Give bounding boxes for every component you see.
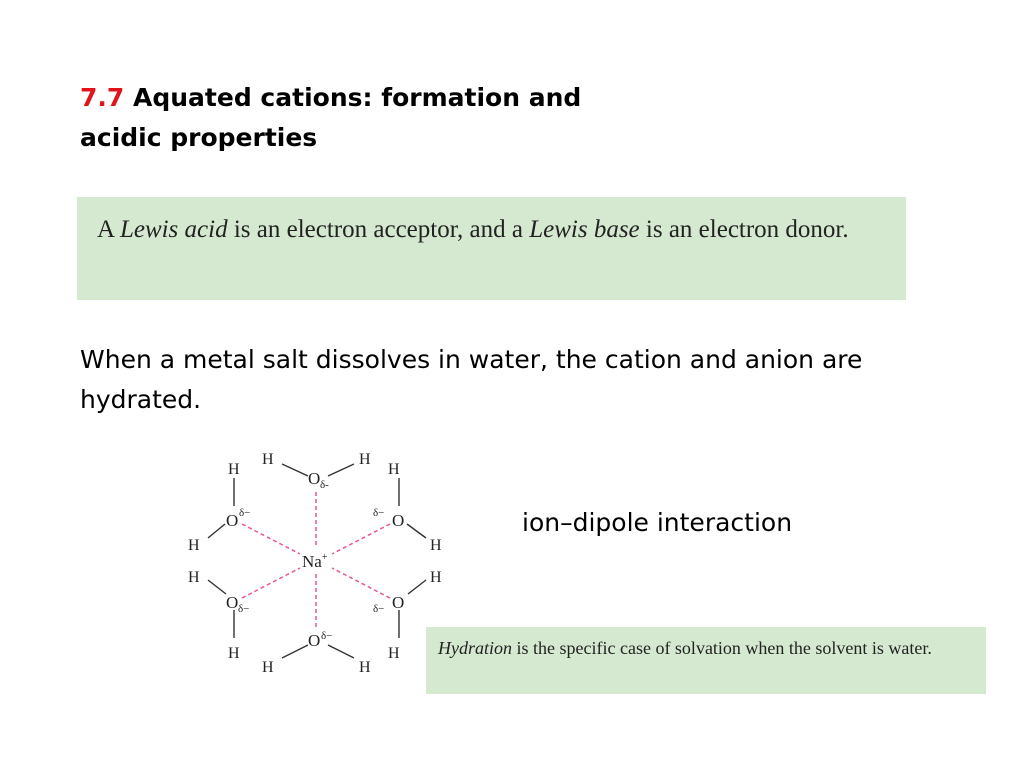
svg-text:O: O xyxy=(392,511,404,530)
hydrated-sodium-ion-diagram: Na+ H H O δ- H H O δ− H O δ− H H O δ− H … xyxy=(188,451,442,676)
definition-text-2: is an electron acceptor, and a xyxy=(227,216,530,243)
svg-text:δ-: δ- xyxy=(320,479,329,491)
svg-text:H: H xyxy=(430,537,442,554)
lewis-acid-term: Lewis acid xyxy=(119,216,228,243)
lewis-base-term: Lewis base xyxy=(529,216,640,243)
svg-text:H: H xyxy=(188,537,200,554)
svg-text:H: H xyxy=(188,569,200,586)
svg-text:O: O xyxy=(308,469,320,488)
svg-text:δ−: δ− xyxy=(239,507,250,519)
svg-text:H: H xyxy=(228,461,240,478)
sodium-ion-label: Na+ xyxy=(302,552,328,571)
definition-text-1: A xyxy=(97,216,120,243)
svg-text:H: H xyxy=(262,451,274,468)
svg-text:H: H xyxy=(388,461,400,478)
svg-text:δ−: δ− xyxy=(373,603,384,615)
svg-text:H: H xyxy=(262,659,274,676)
svg-text:O: O xyxy=(392,593,404,612)
interaction-line-upper-right xyxy=(331,523,391,555)
svg-text:O: O xyxy=(308,631,320,650)
body-paragraph: When a metal salt dissolves in water, th… xyxy=(80,345,863,414)
svg-text:δ−: δ− xyxy=(238,603,249,615)
title-text: Aquated cations: formation and acidic pr… xyxy=(80,83,582,152)
hydration-term: Hydration xyxy=(438,638,512,658)
ion-dipole-label: ion–dipole interaction xyxy=(522,508,793,537)
slide-title: 7.7 Aquated cations: formation and acidi… xyxy=(80,78,640,158)
svg-text:H: H xyxy=(228,645,240,662)
interaction-line-lower-left xyxy=(241,567,301,599)
svg-text:H: H xyxy=(388,645,400,662)
svg-text:O: O xyxy=(226,593,238,612)
svg-text:δ−: δ− xyxy=(373,507,384,519)
svg-text:H: H xyxy=(359,451,371,468)
section-number: 7.7 xyxy=(80,83,125,112)
svg-text:δ−: δ− xyxy=(321,630,332,642)
hydration-text: is the specific case of solvation when t… xyxy=(512,638,932,658)
svg-text:H: H xyxy=(359,659,371,676)
interaction-line-lower-right xyxy=(331,567,391,599)
hydration-definition-box: Hydration is the specific case of solvat… xyxy=(426,627,986,694)
definition-text-3: is an electron donor. xyxy=(639,216,849,243)
svg-text:O: O xyxy=(226,511,238,530)
interaction-line-upper-left xyxy=(241,523,301,555)
lewis-definition-box: A Lewis acid is an electron acceptor, an… xyxy=(77,197,906,300)
svg-text:H: H xyxy=(430,569,442,586)
